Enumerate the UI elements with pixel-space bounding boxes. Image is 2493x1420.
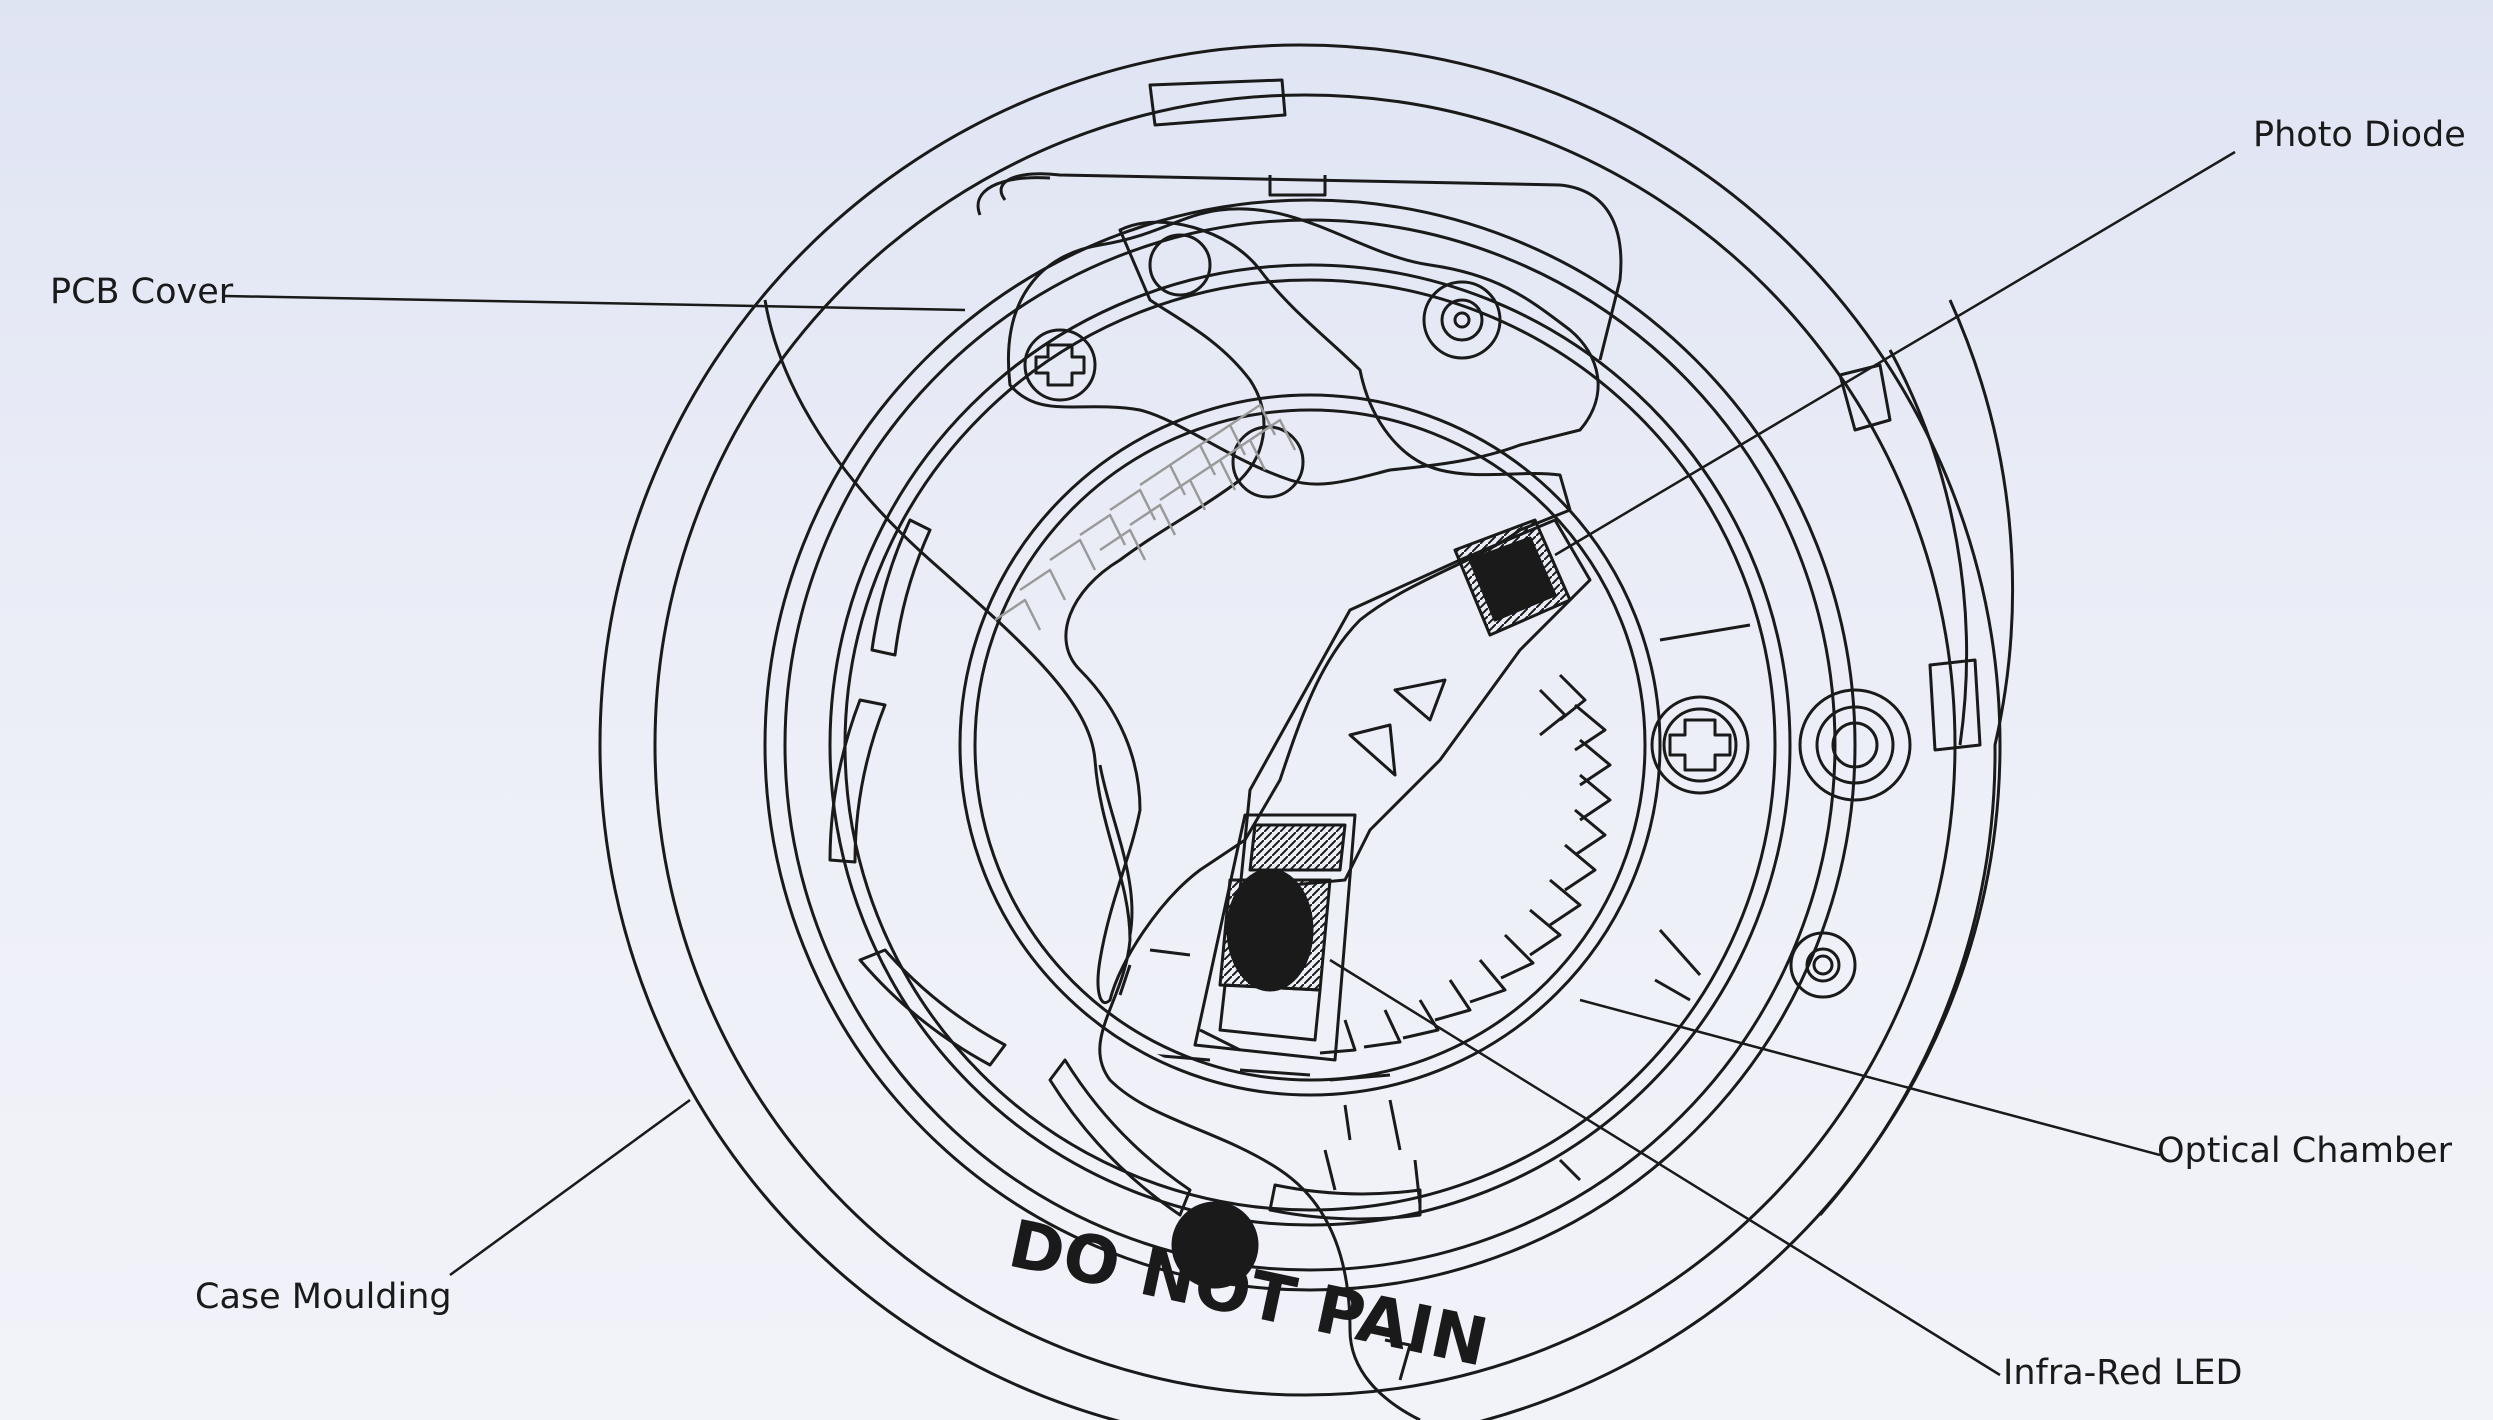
infra-red-led [1193, 813, 1357, 1062]
leader-case-moulding [449, 1098, 691, 1277]
leader-optical-chamber [1579, 998, 2161, 1157]
leader-infra-red-led [1329, 958, 2001, 1377]
labyrinth-chevrons [1118, 673, 1612, 1082]
ring-slots [828, 518, 1422, 1221]
pcb-cover [763, 299, 1421, 1420]
top-tab [1148, 78, 1287, 127]
leader-photo-diode [1554, 150, 2236, 557]
inner-frame [763, 198, 1857, 1292]
optical-chamber [958, 393, 1662, 1097]
right-tab [1928, 658, 1982, 752]
mount-hole-right [1798, 688, 1912, 802]
indicator-knob [1171, 1201, 1259, 1289]
label-optical-chamber: Optical Chamber [2157, 1131, 2453, 1171]
small-hole [1789, 931, 1857, 999]
leader-lines [224, 150, 2236, 1377]
leader-pcb-cover [224, 294, 966, 312]
pcb-bracket [1007, 207, 1600, 486]
label-case-moulding: Case Moulding [195, 1277, 452, 1317]
label-infra-red-led: Infra-Red LED [2003, 1353, 2243, 1393]
label-pcb-cover: PCB Cover [50, 272, 234, 312]
label-photo-diode: Photo Diode [2253, 115, 2466, 155]
ring-spokes [1323, 623, 1751, 1206]
case-moulding-rings [598, 43, 2015, 1420]
screw-left [1023, 328, 1097, 402]
hole-top [1148, 233, 1212, 297]
pcb-board [1064, 220, 1572, 1004]
hole-upper-right [1422, 280, 1502, 360]
labyrinth-chevrons-faint [994, 403, 1297, 631]
photo-diode [1453, 518, 1572, 637]
screw-right [1650, 695, 1750, 795]
